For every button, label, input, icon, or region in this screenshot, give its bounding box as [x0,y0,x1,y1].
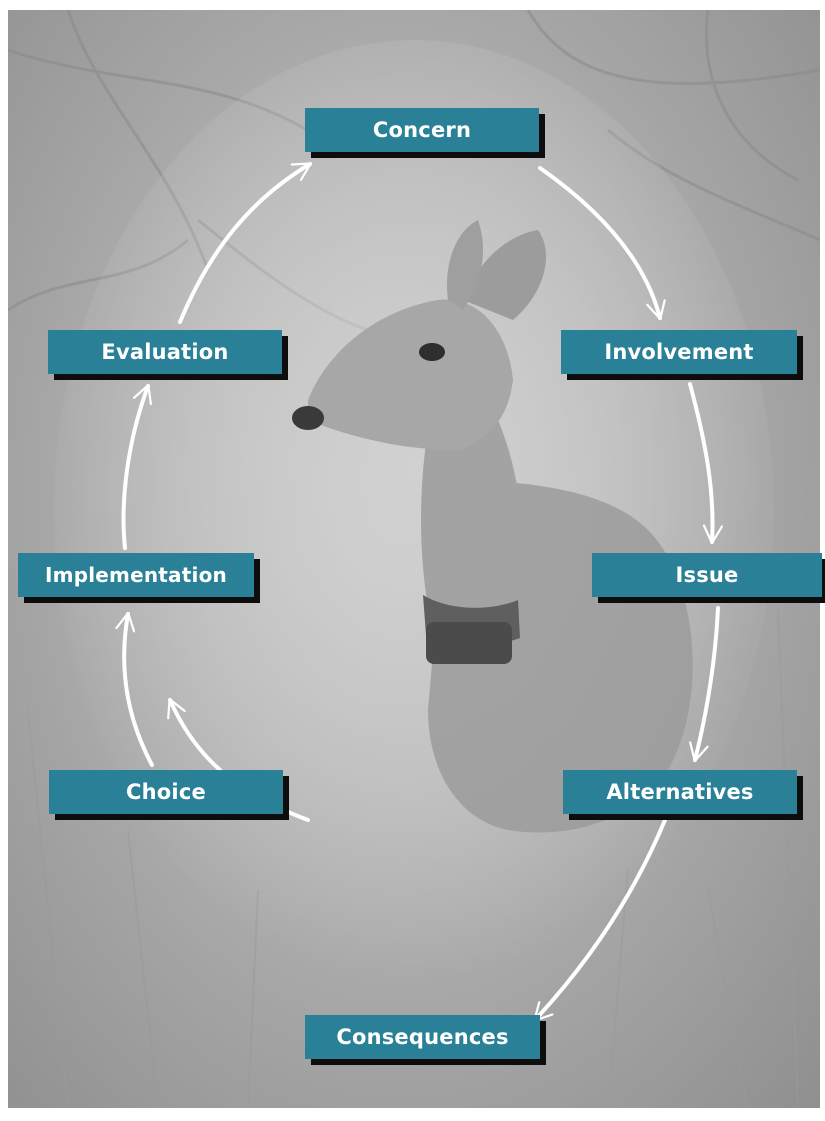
stage-implementation: Implementation [18,553,254,597]
stage-choice: Choice [49,770,283,814]
arrow-evaluation-to-concern [180,164,310,322]
arrow-alternatives-to-consequences [535,820,665,1020]
arrow-issue-to-alternatives [695,608,718,760]
arrow-implementation-to-evaluation [124,386,148,548]
stage-alternatives: Alternatives [563,770,797,814]
stage-consequences: Consequences [305,1015,540,1059]
arrow-involvement-to-issue [690,384,713,542]
stage-issue: Issue [592,553,822,597]
arrow-concern-to-involvement [540,168,660,318]
stage-evaluation: Evaluation [48,330,282,374]
arrow-choice-to-implementation [124,614,152,765]
stage-concern: Concern [305,108,539,152]
stage-involvement: Involvement [561,330,797,374]
